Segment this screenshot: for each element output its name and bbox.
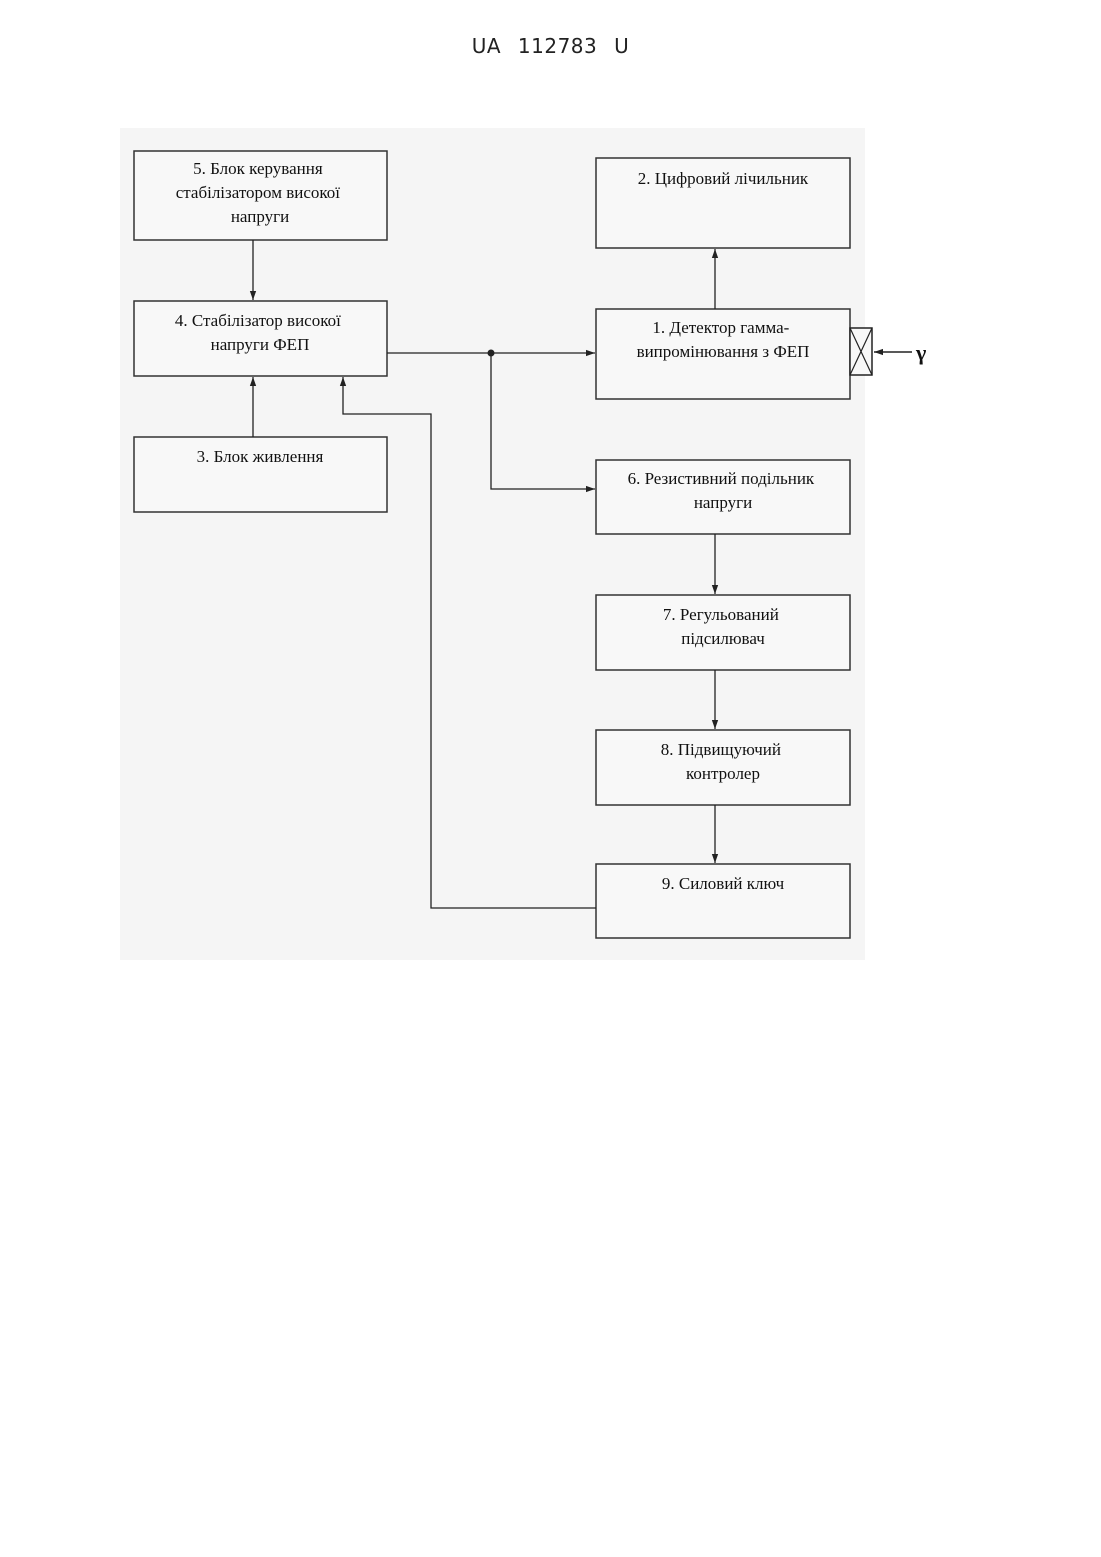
block-4: 4. Стабілізатор високої напруги ФЕП — [134, 301, 387, 376]
block-2: 2. Цифровий лічильник — [596, 158, 850, 248]
block-2-line-1: 2. Цифровий лічильник — [638, 169, 809, 188]
block-3-line-1: 3. Блок живлення — [197, 447, 324, 466]
block-7-line-2: підсилювач — [681, 629, 765, 648]
block-1: 1. Детектор гамма- випромінювання з ФЕП — [596, 309, 850, 399]
arrow-4-to-6 — [491, 353, 595, 489]
block-1-line-1: 1. Детектор гамма- — [652, 318, 789, 337]
svg-text:2. Цифровий лічильник: 2. Цифровий лічильник — [638, 169, 809, 188]
block-4-line-2: напруги ФЕП — [211, 335, 310, 354]
block-3: 3. Блок живлення — [134, 437, 387, 512]
block-5-line-2: стабілізатором високої — [176, 183, 341, 202]
gamma-symbol: γ — [915, 340, 926, 365]
block-9-line-1: 9. Силовий ключ — [662, 874, 785, 893]
block-1-line-2: випромінювання з ФЕП — [637, 342, 810, 361]
block-8: 8. Підвищуючий контролер — [596, 730, 850, 805]
block-6-line-1: 6. Резистивний подільник — [628, 469, 815, 488]
block-4-line-1: 4. Стабілізатор високої — [175, 311, 341, 330]
block-7-line-1: 7. Регульований — [663, 605, 779, 624]
block-8-line-1: 8. Підвищуючий — [661, 740, 781, 759]
block-5: 5. Блок керування стабілізатором високої… — [134, 151, 387, 240]
block-7: 7. Регульований підсилювач — [596, 595, 850, 670]
block-5-line-3: напруги — [231, 207, 289, 226]
block-8-line-2: контролер — [686, 764, 760, 783]
block-5-line-1: 5. Блок керування — [193, 159, 323, 178]
block-9: 9. Силовий ключ — [596, 864, 850, 938]
scintillator-window-icon — [850, 328, 872, 375]
block-6: 6. Резистивний подільник напруги — [596, 460, 850, 534]
block-6-line-2: напруги — [694, 493, 752, 512]
svg-text:9. Силовий ключ: 9. Силовий ключ — [662, 874, 785, 893]
svg-text:3. Блок живлення: 3. Блок живлення — [197, 447, 324, 466]
